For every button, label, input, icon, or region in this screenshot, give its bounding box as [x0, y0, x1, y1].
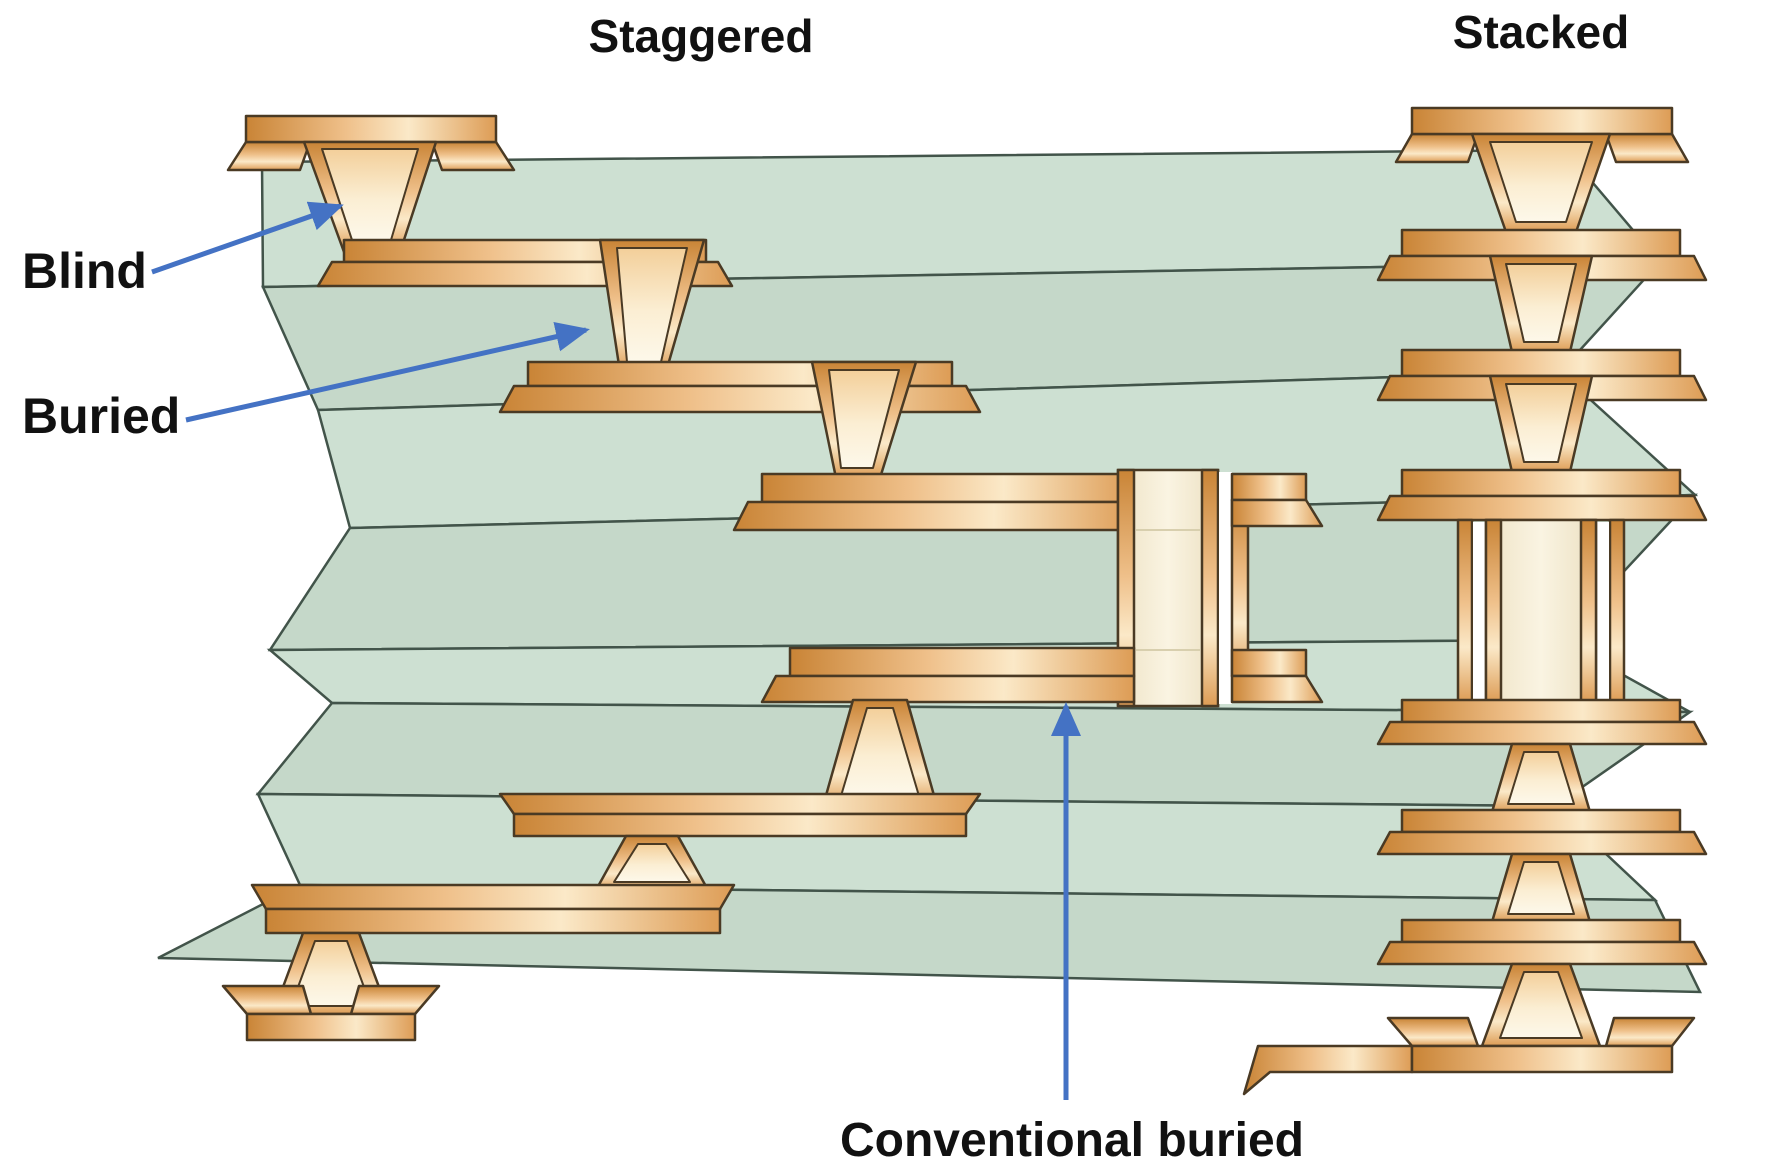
buried-via-bottom-pad [788, 646, 1136, 678]
via-land-wing [1386, 1016, 1480, 1048]
via-fill [828, 369, 900, 469]
via-fill [1507, 861, 1575, 915]
conventional-buried-label: Conventional buried [840, 1114, 1304, 1167]
via-land [245, 1012, 417, 1042]
buried-via-top-pad [760, 472, 1136, 504]
bottom-exit-via [221, 931, 441, 1042]
via-land-wing [349, 984, 441, 1016]
via-land [1410, 106, 1674, 136]
via-land-wing [1394, 132, 1480, 164]
clearance-gap [1473, 522, 1485, 700]
buried-via-wall [1200, 468, 1220, 708]
c-land-top-flare [1230, 498, 1324, 528]
via-fill [1505, 263, 1577, 343]
via-land-wing [221, 984, 313, 1016]
trace-lip [250, 883, 736, 911]
staggered-title: Staggered [589, 10, 814, 62]
stack-land-lip [1376, 494, 1708, 522]
staggered-microvia-bottom [594, 834, 710, 892]
stack-land [1400, 918, 1682, 944]
bottom-trace-stub [1242, 1044, 1414, 1096]
via-fill [1507, 751, 1575, 805]
via-wall [1579, 518, 1598, 704]
stack-land-lip [1376, 830, 1708, 856]
staggered-microvia-bottom [821, 698, 939, 808]
c-land-bottom-flange [1230, 648, 1308, 678]
buried-arrow [185, 321, 590, 423]
stack-land-lip [1376, 940, 1708, 966]
stack-land [1400, 698, 1682, 724]
stack-land [1400, 468, 1682, 498]
via-fill [1505, 383, 1577, 463]
stack-land [1400, 228, 1682, 258]
copper-trace [498, 792, 982, 838]
via-fill [1489, 141, 1593, 223]
stacked-title: Stacked [1453, 6, 1629, 58]
via-land [1410, 1044, 1674, 1074]
c-land-bottom-flare [1230, 674, 1324, 704]
via-wall [1484, 518, 1503, 704]
c-land-top-flange [1230, 472, 1308, 502]
via-land-wing [430, 140, 516, 172]
stacked-via-column [1242, 106, 1708, 1096]
staggered-microvia [810, 360, 918, 480]
trace-bar [512, 812, 968, 838]
trace-lip [498, 792, 982, 816]
via-land-wing [1604, 1016, 1696, 1048]
buried-via-bottom-pad-lip [760, 674, 1136, 704]
via-fill [1499, 971, 1583, 1039]
clearance-gap [1219, 472, 1232, 704]
via-land [244, 114, 498, 144]
buried-label: Buried [22, 388, 180, 444]
stack-barrel [1484, 518, 1598, 704]
conventional-buried-via [732, 468, 1324, 708]
via-land-wing [1604, 132, 1690, 164]
copper-trace [250, 883, 736, 935]
stack-web [1456, 518, 1474, 704]
stack-web [1608, 518, 1626, 704]
stack-land [1400, 348, 1682, 378]
buried-microvia [598, 238, 706, 374]
clearance-gap [1597, 522, 1609, 700]
trace-bar [264, 907, 722, 935]
stack-land-lip [1376, 720, 1708, 746]
blind-label: Blind [22, 243, 147, 299]
via-fill [613, 843, 691, 883]
buried-via-top-pad-lip [732, 500, 1136, 532]
via-land-wing [226, 140, 312, 172]
stack-land [1400, 808, 1682, 834]
blind-arrow [151, 201, 344, 275]
